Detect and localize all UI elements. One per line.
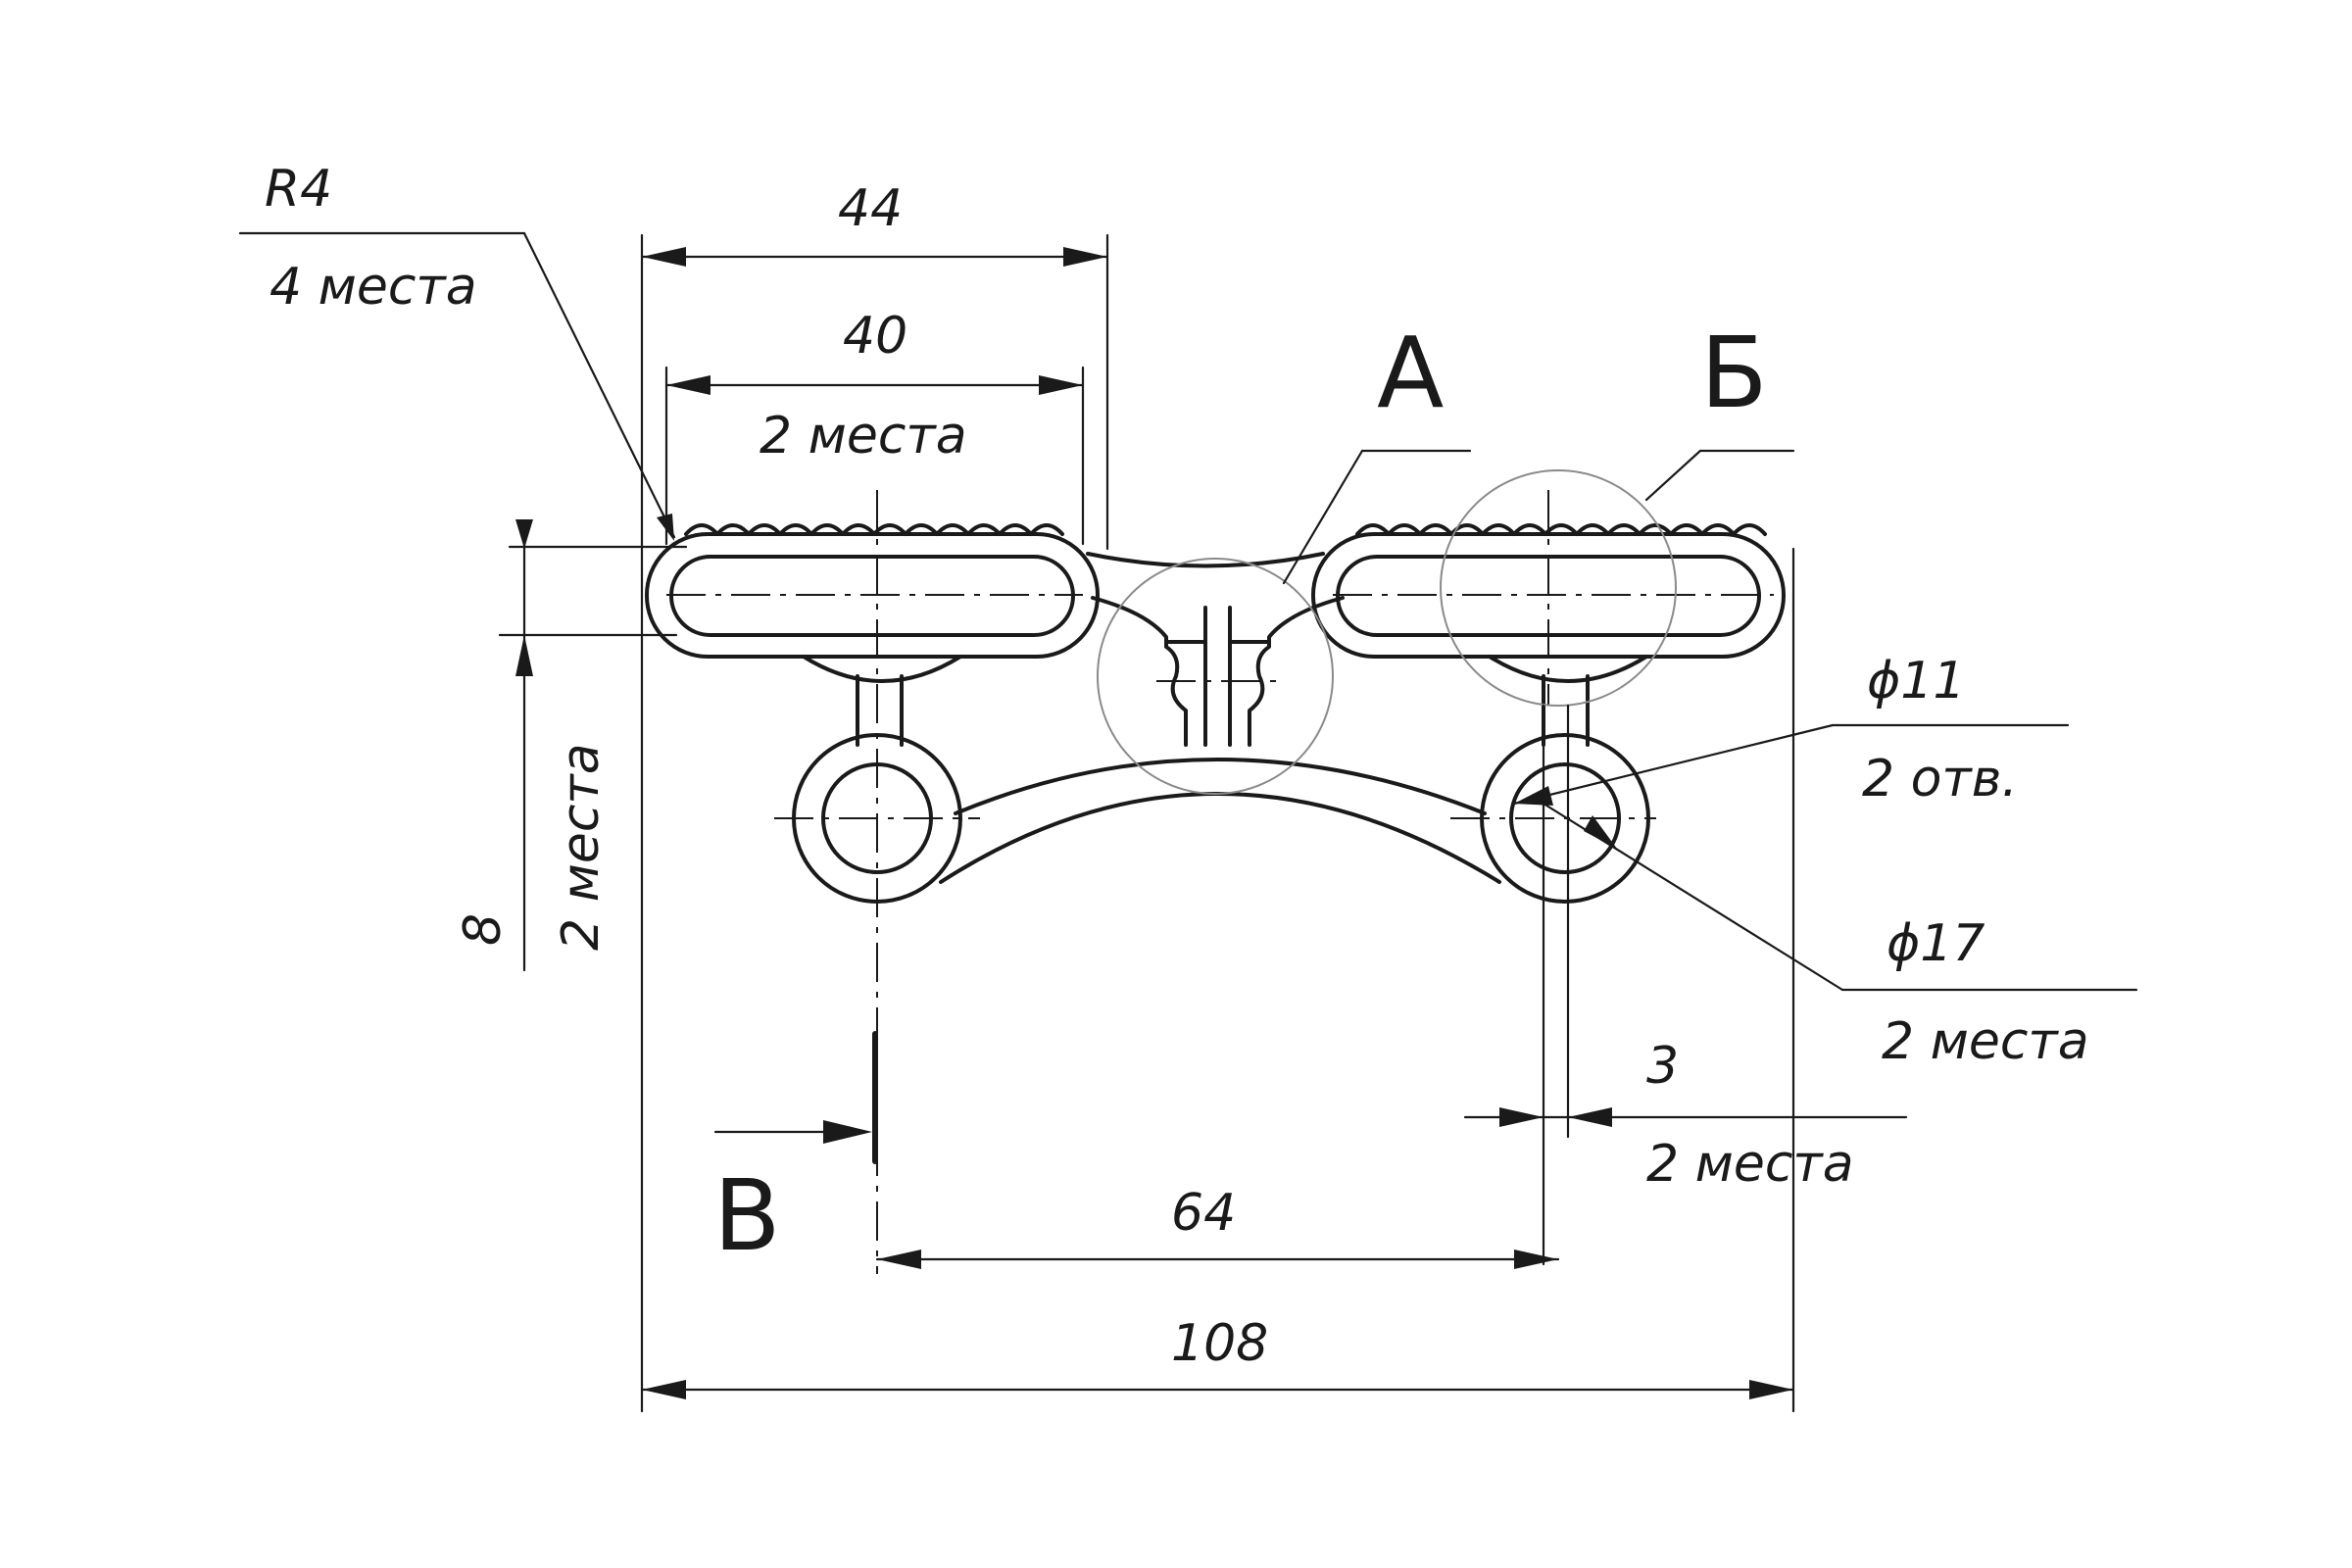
arrow-8-bottom [515,635,533,676]
dim-40: 40 2 места [664,307,1085,546]
arrow-44-right [1063,247,1107,267]
dia11-label: ϕ11 [1867,652,1965,710]
arrow-3-right [1568,1107,1612,1127]
left-hub [802,655,962,683]
section-arrowhead [823,1120,872,1144]
r4-label: R4 [265,160,332,219]
r4-callout: R4 4 места [238,160,676,541]
arrow-3-left [1499,1107,1544,1127]
dia17-label: ϕ17 [1886,914,1984,973]
central-web [1091,596,1345,747]
dim-44: 44 [640,179,1109,551]
arrow-8-top [515,519,533,549]
dim-8: 8 2 места [454,519,688,972]
dia-callouts: ϕ11 2 отв. ϕ17 2 места [1512,652,2138,1071]
dim-44-label: 44 [838,179,903,238]
right-hub [1488,655,1648,683]
detail-circle-b [1440,469,1677,707]
dim-40-places: 2 места [760,407,967,466]
center-lines [666,490,1774,1274]
detail-circle-a [1097,558,1334,795]
central-web-inner [1164,606,1271,747]
dim-8-label: 8 [454,913,513,946]
dia17-arrowhead [1584,815,1617,849]
right-corrugation [1355,523,1767,536]
arrow-64-right [1514,1250,1558,1269]
arrow-108-left [642,1380,686,1399]
bridge-top [1086,552,1325,568]
leader-a [1282,449,1364,585]
section-mark-v: В [713,1031,878,1273]
dia17-places: 2 места [1882,1012,2089,1071]
dim-64-label: 64 [1171,1184,1236,1243]
leader-b [1644,449,1702,502]
dim-3-places: 2 места [1646,1135,1854,1194]
dim-64: 64 [875,1184,1560,1269]
detail-circles: А Б [1097,316,1795,795]
dim-8-places: 2 места [552,743,611,951]
left-stem [856,674,904,747]
arrow-64-left [877,1250,921,1269]
arrow-44-left [642,247,686,267]
view-label-b: Б [1700,316,1768,430]
dim-108: 108 [640,517,1795,1413]
view-label-a: А [1377,316,1444,430]
arrow-108-right [1749,1380,1793,1399]
dim-3: 3 2 места [1463,704,1908,1266]
dia11-holes: 2 отв. [1862,750,2018,808]
dim-108-label: 108 [1171,1314,1268,1373]
dim-40-label: 40 [843,307,907,366]
arrow-40-right [1039,375,1083,395]
arrow-40-left [666,375,710,395]
left-corrugation [684,523,1064,536]
lower-arc-outer [939,792,1501,884]
r4-places: 4 места [270,258,477,317]
section-label-v: В [713,1158,781,1273]
r4-leader [522,231,676,539]
lower-arc-inner [954,758,1487,815]
dim-3-label: 3 [1646,1037,1679,1096]
